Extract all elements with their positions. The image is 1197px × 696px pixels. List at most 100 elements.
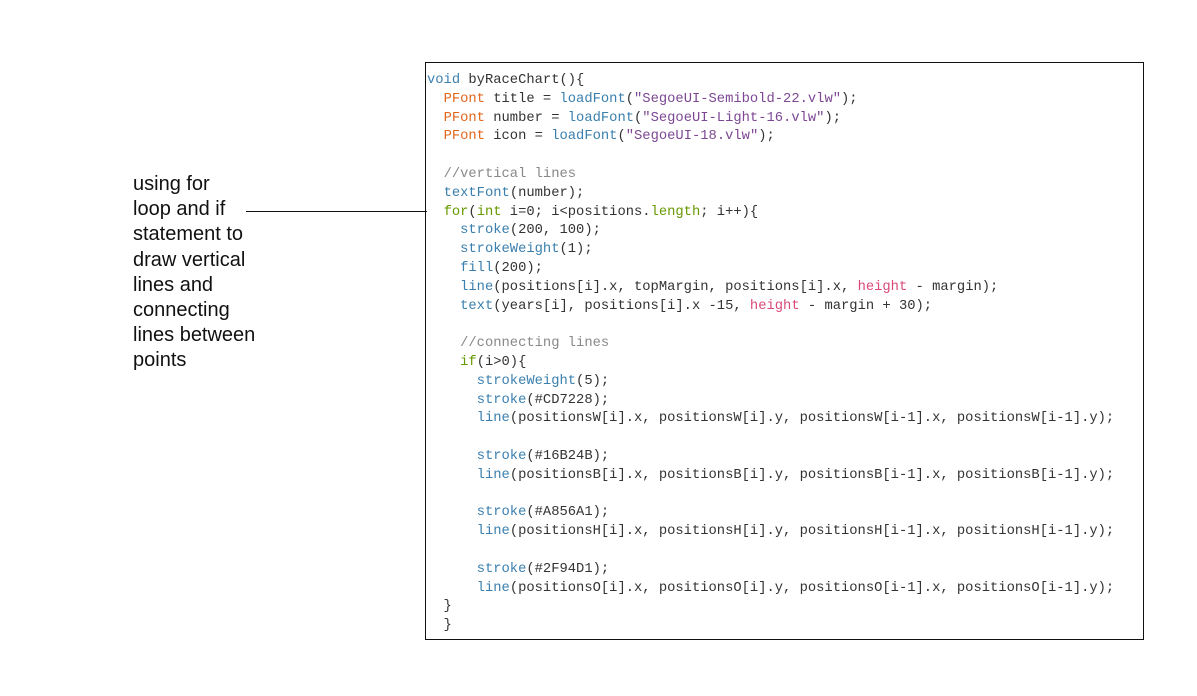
code-token: fill	[460, 260, 494, 276]
code-line: stroke(200, 100);	[427, 222, 1114, 241]
code-token	[427, 111, 444, 126]
code-line: stroke(#16B24B);	[427, 448, 1114, 467]
code-token	[427, 581, 477, 596]
annotation-line: loop and if	[133, 198, 226, 221]
code-line: stroke(#CD7228);	[427, 392, 1114, 411]
code-token	[427, 299, 460, 314]
code-token: height	[749, 298, 800, 314]
code-token	[427, 261, 460, 276]
code-token	[427, 167, 444, 182]
code-token	[427, 468, 477, 483]
annotation-line: statement to	[133, 223, 244, 246]
code-line: line(positionsH[i].x, positionsH[i].y, p…	[427, 523, 1115, 542]
code-line: strokeWeight(5);	[427, 373, 1114, 392]
code-line: textFont(number);	[427, 185, 1114, 204]
code-token	[427, 242, 460, 257]
code-line	[427, 147, 1114, 166]
code-token: }	[427, 618, 452, 634]
code-line	[427, 429, 1114, 448]
code-token: stroke	[476, 561, 527, 577]
code-token	[427, 449, 477, 464]
code-token: stroke	[476, 448, 527, 464]
code-token: (#A856A1);	[526, 505, 610, 521]
code-token: (positionsW[i].x, positionsW[i].y, posit…	[509, 411, 1115, 427]
code-line: strokeWeight(1);	[427, 241, 1114, 260]
code-token	[427, 223, 460, 238]
code-token	[427, 205, 444, 220]
code-token: line	[476, 411, 510, 427]
code-token: loadFont	[551, 129, 618, 145]
code-line: line(positions[i].x, topMargin, position…	[427, 279, 1114, 298]
code-token: (positionsO[i].x, positionsO[i].y, posit…	[509, 580, 1115, 596]
code-token	[427, 393, 477, 408]
code-token: //vertical lines	[443, 166, 577, 182]
code-token	[427, 505, 477, 520]
annotation-line: using for	[133, 173, 210, 195]
code-line: }	[427, 617, 1114, 636]
code-token: (#2F94D1);	[526, 561, 610, 577]
annotation-text: using for loop and if statement to draw …	[133, 172, 283, 374]
code-token	[427, 411, 477, 426]
code-line: if(i>0){	[427, 354, 1114, 373]
code-token: (positionsB[i].x, positionsB[i].y, posit…	[509, 467, 1115, 483]
code-token: stroke	[476, 505, 527, 521]
code-line: text(years[i], positions[i].x -15, heigh…	[427, 298, 1114, 317]
code-token: stroke	[476, 392, 527, 408]
code-line: fill(200);	[427, 260, 1114, 279]
code-token: textFont	[443, 185, 510, 201]
code-line: stroke(#A856A1);	[427, 504, 1114, 523]
code-line	[427, 316, 1114, 335]
code-token: - margin);	[907, 279, 999, 295]
code-token: (	[625, 91, 635, 107]
code-token: strokeWeight	[476, 373, 577, 389]
code-line: PFont number = loadFont("SegoeUI-Light-1…	[427, 110, 1114, 129]
code-token: (number);	[509, 185, 585, 201]
code-token	[427, 280, 460, 295]
code-token: (positions[i].x, topMargin, positions[i]…	[493, 279, 858, 295]
code-token: length	[650, 204, 701, 220]
code-token: for	[443, 204, 469, 220]
code-token: (years[i], positions[i].x -15,	[493, 298, 750, 314]
code-token	[427, 336, 460, 351]
code-line: //connecting lines	[427, 335, 1114, 354]
code-token: (1);	[559, 242, 593, 258]
code-token: if	[460, 354, 477, 370]
annotation-line: lines between	[133, 324, 256, 347]
code-line: void byRaceChart(){	[427, 72, 1114, 91]
code-token	[427, 374, 477, 389]
code-token: loadFont	[567, 110, 635, 126]
code-token: loadFont	[559, 91, 626, 107]
code-token: icon =	[484, 129, 552, 145]
annotation-connector-line	[246, 211, 427, 212]
annotation-line: connecting	[133, 299, 230, 322]
code-token: "SegoeUI-18.vlw"	[625, 129, 759, 145]
code-token: );	[841, 91, 858, 107]
code-token: line	[476, 467, 510, 483]
code-line: PFont icon = loadFont("SegoeUI-18.vlw");	[427, 128, 1114, 147]
code-token: );	[824, 110, 842, 126]
code-line	[427, 486, 1114, 505]
code-line: }	[427, 598, 1114, 617]
code-token: number =	[484, 110, 568, 126]
code-token: (200, 100);	[509, 223, 601, 239]
code-token: (	[617, 129, 626, 145]
code-token: height	[857, 279, 908, 295]
annotation-line: points	[133, 349, 187, 372]
code-token: PFont	[443, 129, 485, 145]
code-token: (i>0){	[476, 354, 527, 370]
code-token: "SegoeUI-Semibold-22.vlw"	[634, 91, 842, 107]
code-line: line(positionsB[i].x, positionsB[i].y, p…	[427, 467, 1115, 486]
code-listing: void byRaceChart(){ PFont title = loadFo…	[427, 72, 1114, 636]
code-token: }	[427, 599, 452, 615]
code-token: "SegoeUI-Light-16.vlw"	[642, 110, 825, 126]
code-block: void byRaceChart(){ PFont title = loadFo…	[425, 62, 1144, 640]
code-token: (#CD7228);	[526, 392, 610, 408]
code-token: (	[634, 110, 643, 126]
code-token: text	[460, 298, 494, 314]
code-token: - margin + 30);	[799, 298, 933, 314]
code-line	[427, 542, 1114, 561]
code-token	[427, 92, 444, 107]
code-token: (#16B24B);	[526, 448, 610, 464]
annotation-line: lines and	[133, 273, 214, 296]
code-token: stroke	[460, 223, 510, 239]
